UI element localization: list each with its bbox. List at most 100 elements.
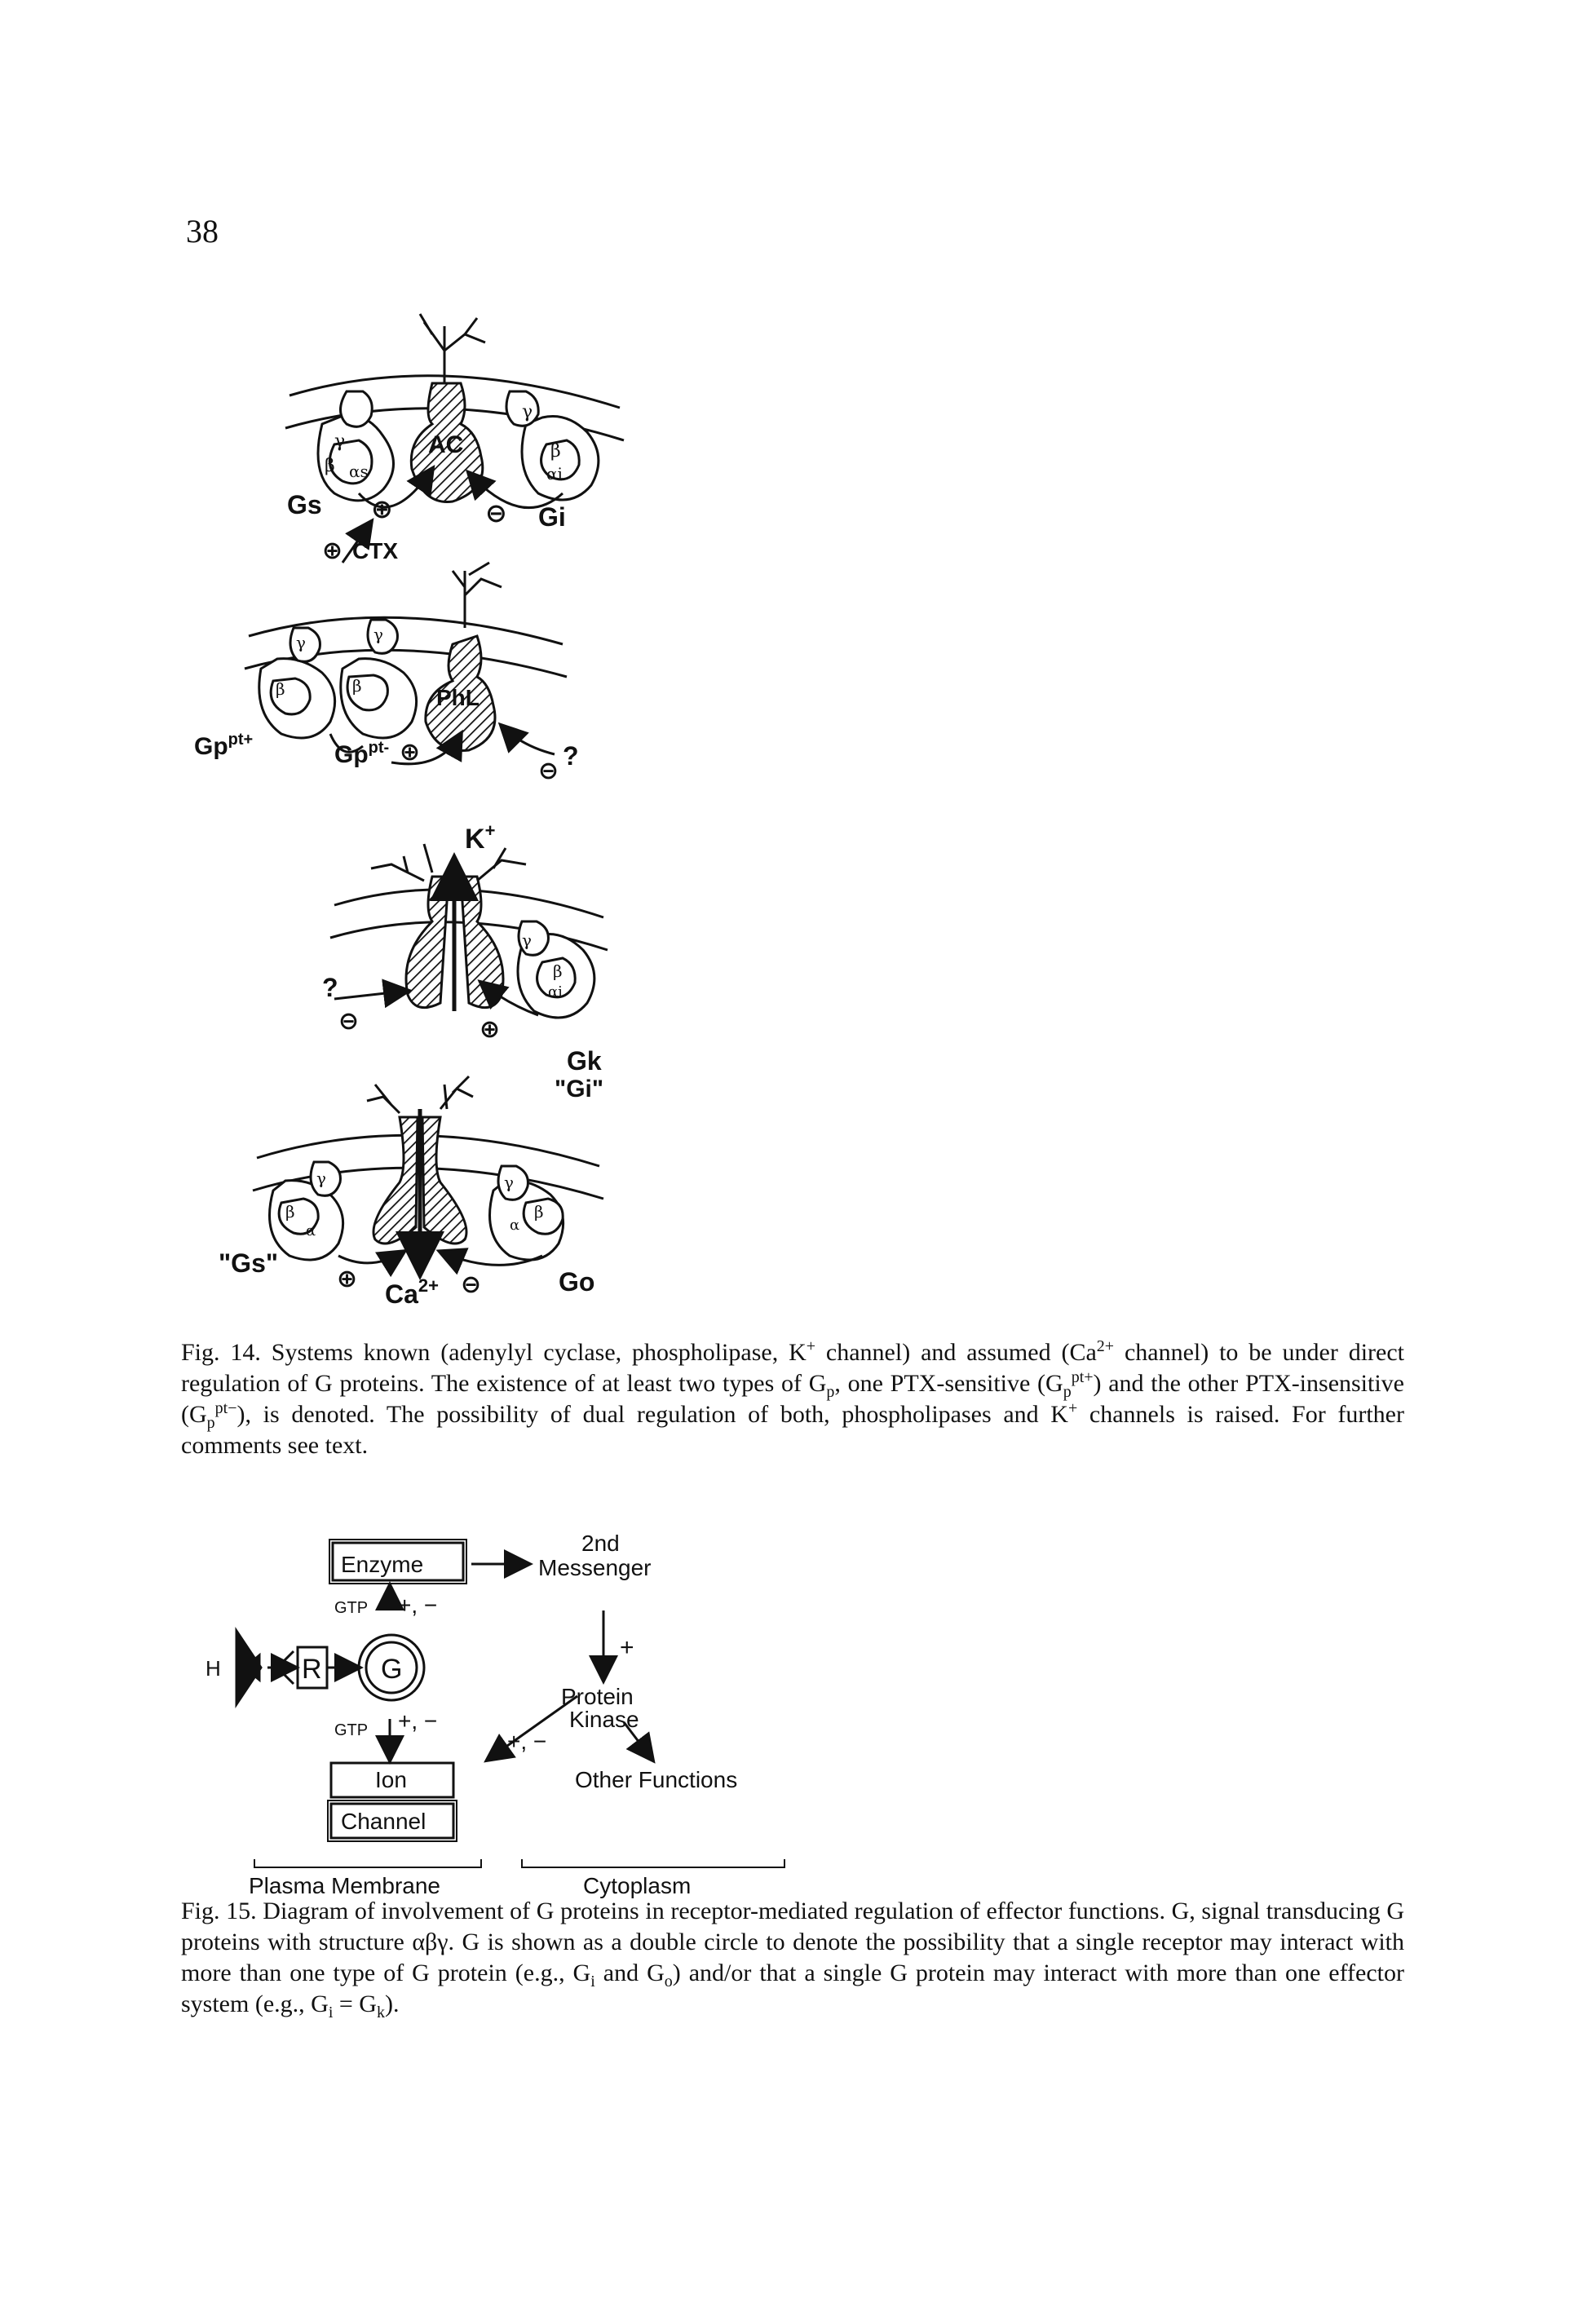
label-gsalt-beta: β xyxy=(285,1202,295,1222)
label-gk: Gk xyxy=(567,1046,602,1076)
label-gsalt-gamma: γ xyxy=(316,1169,326,1188)
label-gi: Gi xyxy=(538,502,566,532)
label-go-gamma: γ xyxy=(504,1173,514,1192)
label-cytoplasm: Cytoplasm xyxy=(583,1873,691,1898)
question-mark-k: ? xyxy=(322,973,338,1002)
label-second-messenger-1: 2nd xyxy=(581,1531,620,1556)
label-gi-alpha: αi xyxy=(546,464,563,484)
label-enzyme: Enzyme xyxy=(341,1552,423,1577)
channel-box-outer xyxy=(327,1800,457,1842)
hormone-triangle xyxy=(235,1627,263,1708)
gi-beta-subunit xyxy=(540,439,581,481)
label-protein: Protein xyxy=(561,1684,634,1709)
label-pm-kinase: +, − xyxy=(507,1729,546,1754)
gk-stimulation-arrow xyxy=(477,979,539,1017)
label-gs: Gs xyxy=(287,490,322,519)
label-gk-gamma: γ xyxy=(522,930,532,950)
gs-alt-gamma xyxy=(309,1160,342,1197)
label-gsalt-alpha: α xyxy=(306,1222,316,1239)
label-gs-beta: β xyxy=(325,456,335,476)
label-ctx: CTX xyxy=(352,538,398,563)
minus-sign-ca: ⊖ xyxy=(461,1271,481,1298)
label-k-ion: K+ xyxy=(465,820,495,855)
label-go-alpha: α xyxy=(510,1217,519,1234)
label-gi-alt: "Gi" xyxy=(555,1076,603,1102)
minus-sign-phl: ⊖ xyxy=(538,758,559,784)
plus-sign-ac: ⊕ xyxy=(371,494,393,524)
page-number: 38 xyxy=(186,213,219,250)
gp-pt-plus-gamma xyxy=(289,626,321,663)
label-ca-ion: Ca2+ xyxy=(385,1275,439,1309)
panel-k-channel xyxy=(329,843,608,1019)
gk-beta-subunit xyxy=(536,957,577,999)
gi-inhibition-arrow xyxy=(465,469,564,510)
plus-sign-k: ⊕ xyxy=(480,1016,500,1043)
gk-gamma-subunit xyxy=(517,920,550,957)
go-beta-subunit xyxy=(522,1197,564,1235)
label-other-functions: Other Functions xyxy=(575,1767,737,1792)
label-gp1-beta: β xyxy=(276,679,285,699)
figure-14-caption: Fig. 14. Systems known (adenylyl cyclase… xyxy=(181,1337,1404,1459)
label-channel: Channel xyxy=(341,1809,426,1834)
k-channel-right-half xyxy=(459,875,505,1010)
label-gk-alpha: αi xyxy=(548,983,563,1001)
gp-pt-minus-beta xyxy=(346,674,389,712)
membrane-outer-line xyxy=(289,374,621,409)
label-gtp-bottom: GTP xyxy=(334,1721,368,1739)
gp-arrow-left xyxy=(329,733,364,753)
label-gp-pt-plus: Gppt+ xyxy=(194,731,253,760)
kinase-to-channel-arrow xyxy=(484,1694,578,1763)
gs-stimulation-arrow xyxy=(357,465,435,509)
phl-effector-shape xyxy=(424,634,497,753)
label-g: G xyxy=(381,1654,402,1685)
plasma-membrane-bracket xyxy=(254,1859,482,1868)
figure-15-caption: Fig. 15. Diagram of involvement of G pro… xyxy=(181,1898,1405,2021)
figure-15-diagram xyxy=(235,1539,785,1868)
label-ion: Ion xyxy=(375,1767,407,1792)
plus-sign-ctx: ⊕ xyxy=(322,537,343,564)
label-go: Go xyxy=(559,1267,594,1297)
label-ac: AC xyxy=(428,431,463,458)
label-plus-messenger: + xyxy=(620,1634,634,1661)
gi-gamma-subunit xyxy=(505,390,540,427)
panel-ca-channel xyxy=(252,1075,604,1280)
panel-phospholipase xyxy=(244,561,568,766)
gp-pt-minus-gamma xyxy=(366,618,399,655)
minus-sign-k: ⊖ xyxy=(338,1008,359,1035)
membrane-outer-line xyxy=(248,616,563,646)
label-h: H xyxy=(206,1656,221,1681)
glycosylation-branches xyxy=(418,313,486,383)
label-gi-gamma: γ xyxy=(522,402,533,422)
label-gs-alpha: αs xyxy=(349,462,369,481)
label-second-messenger-2: Messenger xyxy=(538,1555,652,1580)
unknown-inhibition-arrow-k xyxy=(334,979,413,1009)
panel-adenylyl-cyclase xyxy=(285,313,625,563)
unknown-inhibition-arrow xyxy=(497,722,555,756)
glycosylation-branches xyxy=(451,561,502,628)
label-gs-alt: "Gs" xyxy=(219,1248,278,1278)
k-channel-left-half xyxy=(404,875,450,1010)
label-gk-beta: β xyxy=(553,961,563,981)
glycosylation-right xyxy=(476,847,527,882)
label-kinase: Kinase xyxy=(569,1707,639,1732)
go-gamma-subunit xyxy=(497,1164,529,1201)
label-pm-bottom: +, − xyxy=(398,1708,437,1734)
label-gp1-gamma: γ xyxy=(296,633,306,652)
glycosylation-left xyxy=(370,843,434,882)
enzyme-box xyxy=(331,1541,465,1582)
gs-alt-beta xyxy=(277,1197,320,1235)
go-inhibition-arrow xyxy=(435,1248,543,1275)
gs-alt-stimulation-arrow xyxy=(338,1248,409,1278)
label-gi-beta: β xyxy=(550,441,561,462)
label-gs-gamma: γ xyxy=(334,431,345,452)
channel-box xyxy=(329,1802,455,1840)
glycosylation-branches xyxy=(366,1075,474,1115)
label-r: R xyxy=(302,1654,322,1685)
minus-sign-ac: ⊖ xyxy=(485,498,507,528)
ion-box xyxy=(329,1761,455,1799)
gp-pt-plus-beta xyxy=(269,677,312,716)
question-mark-phl: ? xyxy=(563,741,579,771)
plus-sign-phl: ⊕ xyxy=(400,739,420,766)
label-gp2-gamma: γ xyxy=(373,625,383,644)
